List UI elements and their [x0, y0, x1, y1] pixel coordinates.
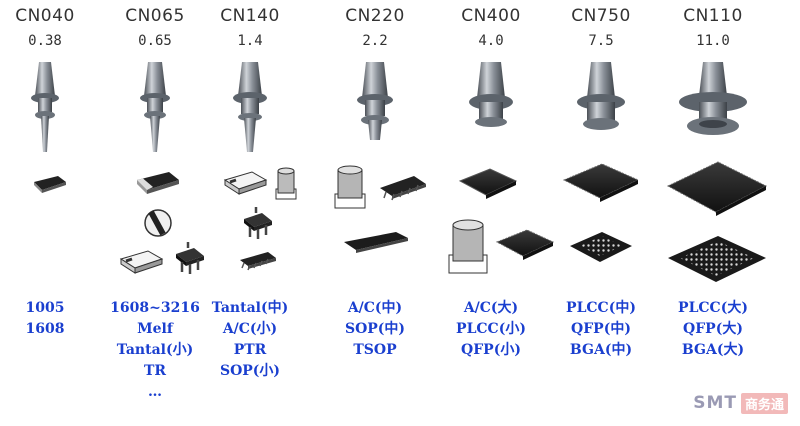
- nozzle-uses: A/C(大) PLCC(小) QFP(小): [436, 298, 546, 361]
- nozzle-model: CN220: [345, 6, 405, 26]
- use-item: TSOP: [353, 342, 397, 358]
- ptr-component-icon: [244, 207, 272, 239]
- use-item: BGA(大): [681, 342, 745, 358]
- use-item: QFP(中): [571, 321, 631, 337]
- nozzle-uses: Tantal(中) A/C(小) PTR SOP(小): [195, 298, 305, 382]
- transistor-component-icon: [176, 242, 204, 274]
- nozzle-icon: [469, 62, 513, 127]
- use-item: A/C(小): [222, 321, 278, 337]
- tantal-component-icon: [119, 250, 164, 274]
- use-item: Melf: [137, 321, 173, 337]
- use-item: PLCC(小): [456, 321, 526, 337]
- nozzle-icon: [31, 62, 59, 152]
- use-item: PLCC(大): [678, 300, 748, 316]
- nozzle-model: CN750: [571, 6, 631, 26]
- use-item: SOP(小): [219, 363, 281, 379]
- use-item: TR: [143, 363, 167, 379]
- nozzle-size: 2.2: [362, 33, 388, 49]
- use-item: QFP(小): [461, 342, 521, 358]
- nozzle-uses: 1608~3216 Melf Tantal(小) TR …: [100, 298, 210, 403]
- nozzle-size: 11.0: [696, 33, 730, 49]
- resistor-component-icon: [137, 172, 179, 194]
- nozzle-model: CN040: [15, 6, 75, 26]
- use-item: 1005: [25, 300, 65, 316]
- use-item: BGA(中): [569, 342, 633, 358]
- nozzle-uses: 1005 1608: [0, 298, 100, 340]
- nozzle-size: 4.0: [478, 33, 504, 49]
- nozzle-icon: [577, 62, 625, 130]
- watermark-latin: SMT: [693, 393, 737, 413]
- plcc-component-icon: [458, 168, 518, 199]
- nozzle-icon: [140, 62, 170, 152]
- capacitor-component-icon: [275, 167, 297, 200]
- use-item: Tantal(中): [211, 300, 289, 316]
- use-item: …: [148, 384, 162, 400]
- capacitor-component-icon: [334, 165, 366, 209]
- sop-component-icon: [240, 252, 276, 271]
- sop-component-icon: [380, 176, 426, 201]
- watermark-cjk: 商务通: [740, 392, 788, 414]
- tantal-component-icon: [223, 171, 268, 195]
- plcc-component-icon: [666, 161, 768, 216]
- nozzle-model: CN140: [220, 6, 280, 26]
- use-item: Tantal(小): [116, 342, 194, 358]
- nozzle-size: 1.4: [237, 33, 263, 49]
- tsop-component-icon: [344, 232, 408, 253]
- use-item: SOP(中): [344, 321, 406, 337]
- use-item: PLCC(中): [566, 300, 636, 316]
- use-item: A/C(中): [347, 300, 403, 316]
- nozzle-uses: PLCC(中) QFP(中) BGA(中): [546, 298, 656, 361]
- nozzle-model: CN065: [125, 6, 185, 26]
- plcc-component-icon: [562, 163, 640, 202]
- nozzle-icon: [233, 62, 267, 152]
- use-item: 1608~3216: [110, 300, 200, 316]
- nozzle-uses: A/C(中) SOP(中) TSOP: [320, 298, 430, 361]
- nozzle-uses: PLCC(大) QFP(大) BGA(大): [658, 298, 768, 361]
- bga-component-icon: [570, 232, 632, 262]
- nozzle-size: 7.5: [588, 33, 614, 49]
- chip-component-icon: [34, 176, 66, 193]
- nozzle-icon: [679, 62, 747, 135]
- use-item: PTR: [233, 342, 267, 358]
- melf-component-icon: [144, 209, 172, 237]
- nozzle-model: CN400: [461, 6, 521, 26]
- use-item: 1608: [25, 321, 65, 337]
- use-item: A/C(大): [463, 300, 519, 316]
- capacitor-component-icon: [448, 219, 488, 274]
- nozzle-model: CN110: [683, 6, 743, 26]
- nozzle-icon: [357, 62, 393, 140]
- nozzle-size: 0.38: [28, 33, 62, 49]
- nozzle-size: 0.65: [138, 33, 172, 49]
- qfp-component-icon: [495, 229, 555, 260]
- watermark-logo: SMT 商务通: [693, 392, 788, 414]
- use-item: QFP(大): [683, 321, 743, 337]
- bga-component-icon: [668, 236, 766, 282]
